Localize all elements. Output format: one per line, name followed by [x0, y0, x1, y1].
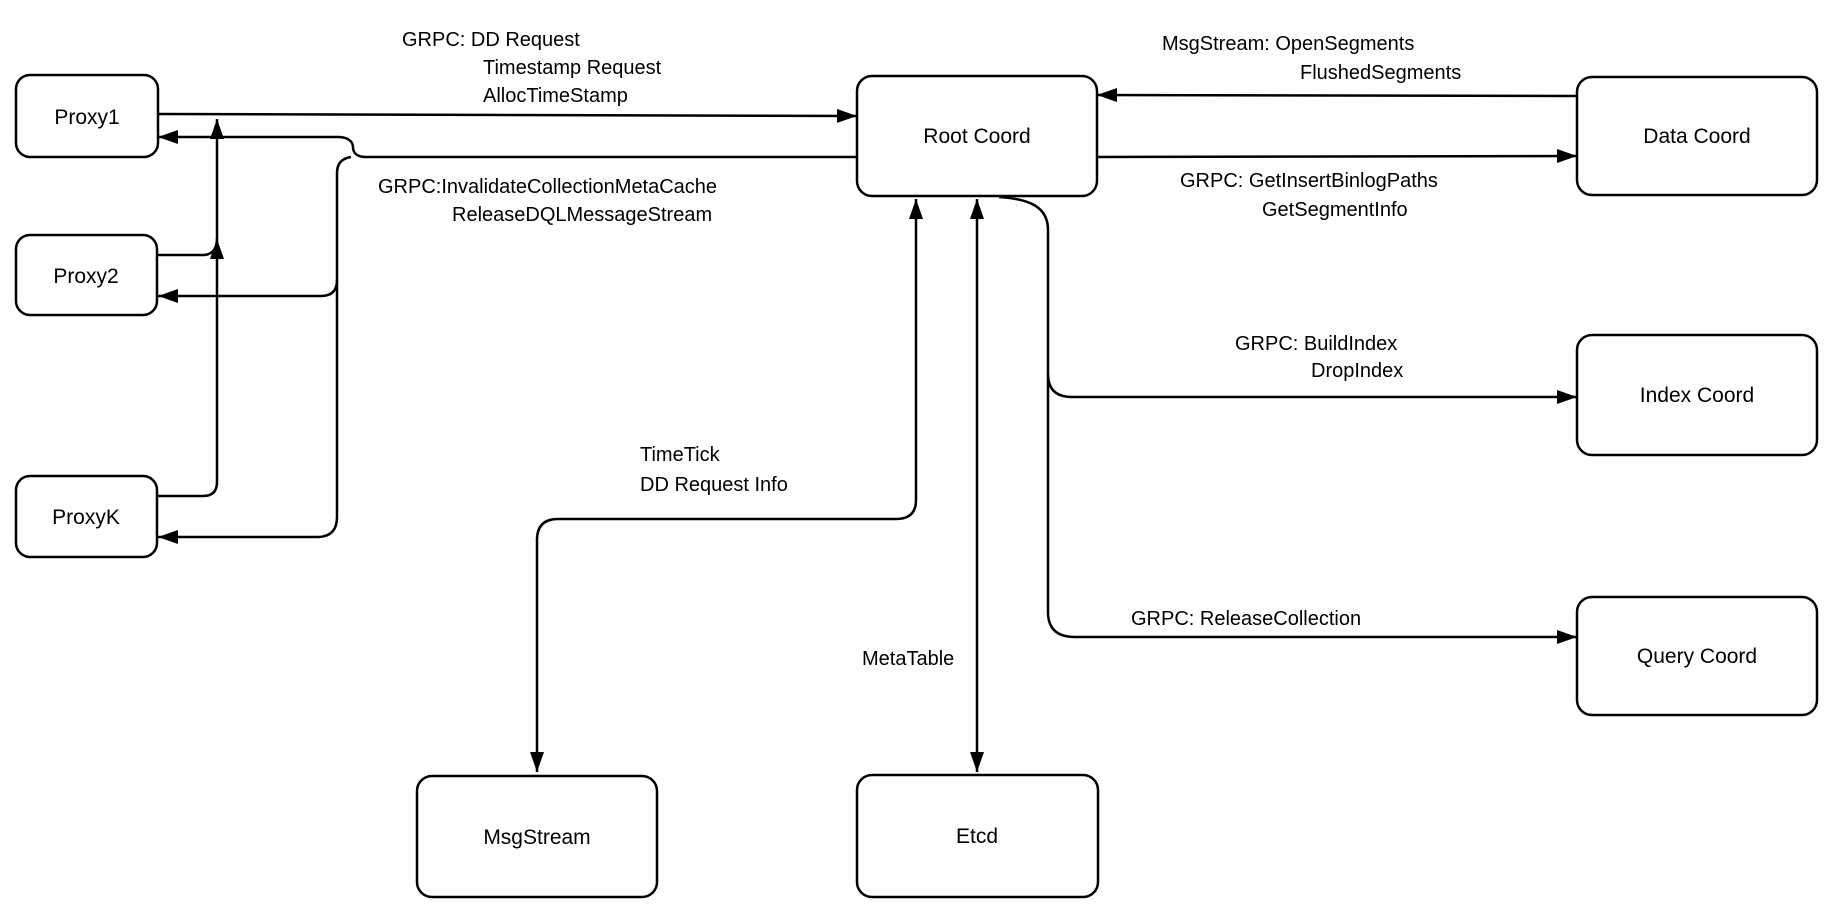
label-rootcoord-msgstream: TimeTick DD Request Info — [640, 444, 788, 496]
edge-rootcoord-to-proxy2 — [158, 279, 339, 303]
node-index-coord-box — [1575, 333, 1819, 457]
node-index-coord: Index Coord — [1575, 333, 1819, 457]
label-proxies-to-rootcoord: GRPC: DD Request Timestamp Request Alloc… — [402, 29, 662, 107]
label-datacoord-to-rootcoord: MsgStream: OpenSegments FlushedSegments — [1162, 33, 1461, 84]
edge-label-line: GRPC: GetInsertBinlogPaths — [1180, 170, 1438, 192]
edge-proxyk-merge-up — [157, 119, 224, 498]
node-root-coord-box — [855, 74, 1099, 198]
label-rootcoord-to-datacoord: GRPC: GetInsertBinlogPaths GetSegmentInf… — [1180, 170, 1438, 221]
node-proxy2-label: Proxy2 — [53, 265, 118, 288]
edge-rootcoord-msgstream — [530, 199, 923, 772]
edge-proxy1-to-rootcoord — [157, 108, 858, 123]
node-query-coord-label: Query Coord — [1637, 645, 1757, 668]
edge-proxy2-merge-up — [157, 238, 224, 260]
edge-rootcoord-to-proxyk — [158, 155, 352, 544]
node-proxy1: Proxy1 — [14, 73, 160, 159]
node-index-coord-label: Index Coord — [1640, 384, 1754, 407]
edge-label-line: FlushedSegments — [1300, 62, 1461, 84]
node-data-coord-label: Data Coord — [1643, 125, 1750, 148]
node-root-coord: Root Coord — [855, 74, 1099, 198]
node-msgstream-box — [415, 774, 659, 899]
node-query-coord: Query Coord — [1575, 595, 1819, 717]
edge-label-line: GRPC: ReleaseCollection — [1131, 608, 1361, 630]
edge-label-line: TimeTick — [640, 444, 721, 466]
edge-label-line: Timestamp Request — [483, 57, 662, 79]
edge-label-line: GetSegmentInfo — [1262, 199, 1408, 221]
edge-rootcoord-to-indexcoord — [1046, 373, 1577, 404]
edge-rootcoord-to-proxy1 — [158, 130, 857, 159]
node-proxyk: ProxyK — [14, 474, 159, 559]
node-query-coord-box — [1575, 595, 1819, 717]
node-proxyk-box — [14, 474, 159, 559]
edge-label-line: MetaTable — [862, 648, 954, 670]
node-proxy2-box — [14, 233, 159, 317]
node-etcd: Etcd — [855, 773, 1100, 899]
node-msgstream-label: MsgStream — [483, 826, 590, 849]
label-rootcoord-to-proxies: GRPC:InvalidateCollectionMetaCache Relea… — [378, 176, 717, 226]
edge-label-line: ReleaseDQLMessageStream — [452, 204, 712, 226]
edge-label-line: GRPC:InvalidateCollectionMetaCache — [378, 176, 717, 198]
label-rootcoord-etcd: MetaTable — [862, 648, 954, 670]
node-msgstream: MsgStream — [415, 774, 659, 899]
label-rootcoord-to-querycoord: GRPC: ReleaseCollection — [1131, 608, 1361, 630]
label-rootcoord-to-indexcoord: GRPC: BuildIndex DropIndex — [1235, 333, 1403, 382]
node-data-coord: Data Coord — [1575, 75, 1819, 197]
edge-rootcoord-to-datacoord — [1096, 149, 1578, 164]
node-data-coord-box — [1575, 75, 1819, 197]
edge-datacoord-to-rootcoord — [1096, 88, 1578, 103]
edge-label-line: DD Request Info — [640, 474, 788, 496]
node-proxy2: Proxy2 — [14, 233, 159, 317]
edge-label-line: DropIndex — [1311, 360, 1403, 382]
node-proxy1-label: Proxy1 — [54, 106, 119, 129]
node-proxy1-box — [14, 73, 160, 159]
edge-label-line: GRPC: BuildIndex — [1235, 333, 1397, 355]
edge-label-line: AllocTimeStamp — [483, 85, 628, 107]
edge-rootcoord-to-querycoord — [998, 195, 1577, 644]
node-etcd-box — [855, 773, 1100, 899]
node-etcd-label: Etcd — [956, 825, 998, 848]
node-root-coord-label: Root Coord — [923, 125, 1030, 148]
edge-label-line: GRPC: DD Request — [402, 29, 580, 51]
node-proxyk-label: ProxyK — [52, 506, 120, 529]
edge-label-line: MsgStream: OpenSegments — [1162, 33, 1414, 55]
